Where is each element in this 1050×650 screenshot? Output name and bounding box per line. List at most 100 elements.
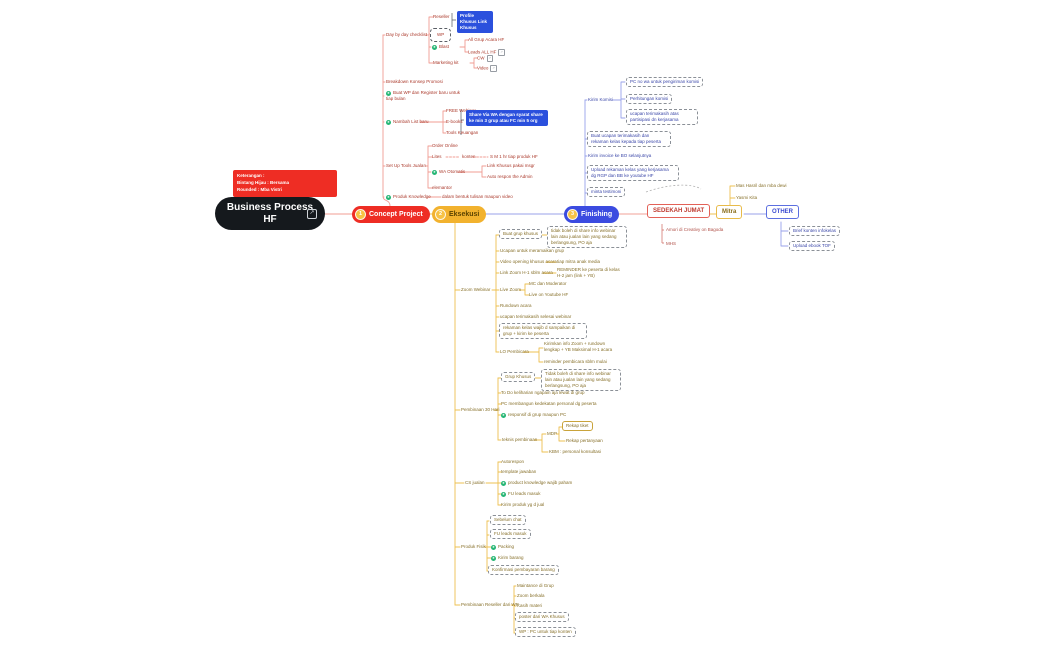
node-kirim-produk[interactable]: Kirim produk yg d jual	[501, 502, 545, 507]
node-ucapan-meramaikan[interactable]: Ucapan untuk meramaikan grup	[500, 248, 565, 253]
node-buat-ucapan[interactable]: Buat ucapan terimakasih dan rekaman kela…	[587, 131, 671, 147]
node-sebelum-chat[interactable]: Sebelum chat	[490, 515, 526, 525]
node-live-zoom[interactable]: Live Zoom	[500, 287, 522, 292]
node-pc-kedekatan[interactable]: PC membangun kedekatan personal dg peser…	[501, 401, 597, 406]
node-zoom-berkala[interactable]: Zoom berkala	[517, 593, 545, 598]
node-pc-no-wa[interactable]: PC no wa untuk pengiriman komisi	[626, 77, 704, 87]
node-produk-knowledge[interactable]: ★Produk Knowledge	[386, 194, 431, 200]
legend-note[interactable]: Keterangan : Bintang Hijau : Bersama Rou…	[233, 170, 337, 197]
link-icon[interactable]: ↗	[498, 49, 505, 56]
node-knowledge-detail[interactable]: dalam bentuk tulisan maupun video	[442, 194, 513, 199]
node-ucapan-terimakasih[interactable]: ucapan terimakasih selesai webinar	[500, 314, 572, 319]
node-tools-keuangan[interactable]: Tools Keuangan	[446, 130, 479, 135]
node-fu-leads-fisik[interactable]: FU leads masuk	[490, 529, 531, 539]
node-sedekah-jumat[interactable]: SEDEKAH JUMAT	[647, 204, 711, 218]
node-all-grup-acara[interactable]: All Grup Acara HF	[468, 37, 505, 42]
node-blast[interactable]: ★Blast	[432, 44, 449, 50]
node-link-khusus[interactable]: Link Khusus pakai msgr	[487, 163, 535, 168]
node-reminder-pembicara[interactable]: reminder pembicara sblm mulai	[544, 359, 607, 364]
note-grup-khusus[interactable]: tidak boleh di share info webinar lain a…	[547, 226, 627, 248]
node-zoom-webinar[interactable]: Zoom Webinar	[461, 287, 491, 292]
node-rekap-tiket[interactable]: Rekap tiket	[562, 421, 593, 431]
node-kirim-invoice[interactable]: Kirim invoice ke BO selanjutnya	[588, 153, 652, 158]
node-nambah-list[interactable]: ★Nambah List baru	[386, 119, 429, 125]
note-share-via-wa[interactable]: Share Via WA dengan syarat share ke min …	[466, 110, 548, 126]
node-responsif[interactable]: ★responsif di grup maupun PC	[501, 412, 566, 418]
node-breakdown-konsep[interactable]: Breakdown Konsep Promosi	[386, 79, 443, 84]
node-wp[interactable]: WP	[430, 28, 452, 42]
node-rekap-pertanyaan[interactable]: Rekap pertanyaan	[566, 438, 603, 443]
node-reseller[interactable]: Reseller	[433, 14, 450, 19]
node-rekaman-kelas[interactable]: rekaman kelas wajib d sampaikan di grup …	[499, 323, 587, 339]
node-teknis-pembinaan[interactable]: teknis pembinaan	[502, 437, 538, 442]
node-kirim-info-zoom[interactable]: Kirimkan info Zoom + rundown lengkap + Y…	[544, 341, 613, 352]
note-grup-khusus-2[interactable]: Tidak boleh di share info webinar lain a…	[541, 369, 621, 391]
node-mdp[interactable]: MDP	[547, 431, 557, 436]
node-finishing[interactable]: 3 Finishing	[564, 206, 620, 223]
node-day-checklist[interactable]: Day by day checklist	[386, 32, 428, 37]
node-kbm[interactable]: KBM : personal konsultasi	[549, 449, 602, 454]
node-cs-knowledge[interactable]: ★product knowledge wajib paham	[501, 480, 572, 486]
node-fu-leads[interactable]: ★FU leads masuk	[501, 491, 541, 497]
node-kasih-materi[interactable]: Kasih materi	[517, 603, 543, 608]
node-amori-creativy[interactable]: Amori di Creativy on Bagoda	[666, 227, 724, 232]
node-packing[interactable]: ★Packing	[491, 544, 514, 550]
node-cw[interactable]: CW↗	[477, 55, 493, 62]
node-mc-moderator[interactable]: MC dan Moderator	[529, 281, 567, 286]
node-perhitungan-komisi[interactable]: Perhitungan komisi	[626, 94, 673, 104]
node-setup-tools[interactable]: Set Up Tools Jualan	[386, 163, 426, 168]
node-eksekusi[interactable]: 2 Eksekusi	[432, 206, 487, 223]
node-upload-rekaman[interactable]: Upload rekaman kelas yang kerjasama dg R…	[587, 165, 679, 181]
node-konfirmasi-pembayaran[interactable]: Konfirmasi pembayaran barang	[488, 565, 559, 575]
node-mas-hasril[interactable]: Mas Hasril dan mba dewi	[736, 183, 787, 188]
node-template-jawaban[interactable]: template jawaban	[501, 469, 537, 474]
node-lo-pembicara[interactable]: LO Pembicara	[500, 349, 529, 354]
node-elementor[interactable]: elemantor	[432, 185, 453, 190]
node-wp-pc-konten[interactable]: WP : PC untuk tiap konten	[515, 627, 576, 637]
node-ebooks[interactable]: E-books	[446, 119, 463, 124]
node-concept-project[interactable]: 1 Concept Project	[352, 206, 430, 223]
node-cs-jualan[interactable]: CS jualan	[465, 480, 485, 485]
link-icon[interactable]: ↗	[490, 65, 497, 72]
node-video-opening-detail[interactable]: tiap mitra anak media	[557, 259, 601, 264]
node-brief-konten[interactable]: Brief konten infokelas	[789, 226, 841, 236]
external-link-icon[interactable]: ↗	[307, 209, 317, 219]
root-topic[interactable]: Business Process HF ↗	[215, 197, 325, 230]
node-todo-grup[interactable]: To Do keliharian ngapain aja lewat di gr…	[501, 390, 585, 395]
node-sm-produk[interactable]: S M 1 hr tiap produk HF	[490, 154, 538, 159]
node-pembinaan-30[interactable]: Pembinaan 30 Hari	[461, 407, 500, 412]
node-wa-otomatis[interactable]: ★WA Otomatis	[432, 169, 465, 175]
node-grup-khusus-2[interactable]: Grup Khusus	[501, 372, 536, 382]
node-kirim-komisi[interactable]: Kirim Komisi	[588, 97, 614, 102]
link-icon[interactable]: ↗	[486, 55, 493, 62]
node-leads-all-hf[interactable]: Leads ALL HF↗	[468, 49, 505, 56]
node-video-opening[interactable]: Video opening khusus acara	[500, 259, 557, 264]
node-produk-fisik[interactable]: Produk Fisik	[461, 544, 486, 549]
node-buat-grup-khusus[interactable]: Buat grup khusus	[499, 229, 543, 239]
node-other[interactable]: OTHER	[766, 205, 799, 219]
node-poster-wa[interactable]: poster dari WA Khusus	[515, 612, 569, 622]
node-lites[interactable]: Lites	[432, 154, 442, 159]
node-buat-wp[interactable]: ★Buat WP dan Register baru untuk tiap bu…	[386, 90, 466, 102]
node-konten[interactable]: konten	[462, 154, 476, 159]
node-kirim-barang[interactable]: ★Kirim barang	[491, 555, 524, 561]
node-mitra[interactable]: Mitra	[716, 205, 743, 219]
node-yasmi-kita[interactable]: Yasmi Kita	[736, 195, 758, 200]
node-ucapan-partisipasi[interactable]: ucapan terimakasih atas partisipasi dn k…	[626, 109, 698, 125]
note-profile-khusus[interactable]: Profile Khusus Link Khusus	[457, 11, 493, 33]
node-link-zoom[interactable]: Link Zoom H-1 sblm acara	[500, 270, 553, 275]
node-rundown[interactable]: Rundown acara	[500, 303, 532, 308]
node-pembinaan-reseller[interactable]: Pembinaan Reseller dari WP	[461, 602, 519, 607]
node-reminder-peserta[interactable]: REMINDER ke peserta di kelas H-2 jam (li…	[557, 267, 620, 278]
node-video[interactable]: Video↗	[477, 65, 497, 72]
node-marketing-kit[interactable]: Marketing kit	[433, 60, 459, 65]
node-mhs[interactable]: MHS	[666, 241, 676, 246]
node-free-webinar[interactable]: FREE Webinar	[446, 108, 476, 113]
node-order-online[interactable]: Order Online	[432, 143, 458, 148]
node-auto-respon[interactable]: Auto respon the Admin	[487, 174, 533, 179]
node-live-youtube[interactable]: Live on Youtube HF	[529, 292, 569, 297]
node-upload-ebook[interactable]: Upload ebook TOF	[789, 241, 835, 251]
node-maintance-grup[interactable]: Maintance di Grup	[517, 583, 554, 588]
node-autorespon[interactable]: Autorespon	[501, 459, 525, 464]
